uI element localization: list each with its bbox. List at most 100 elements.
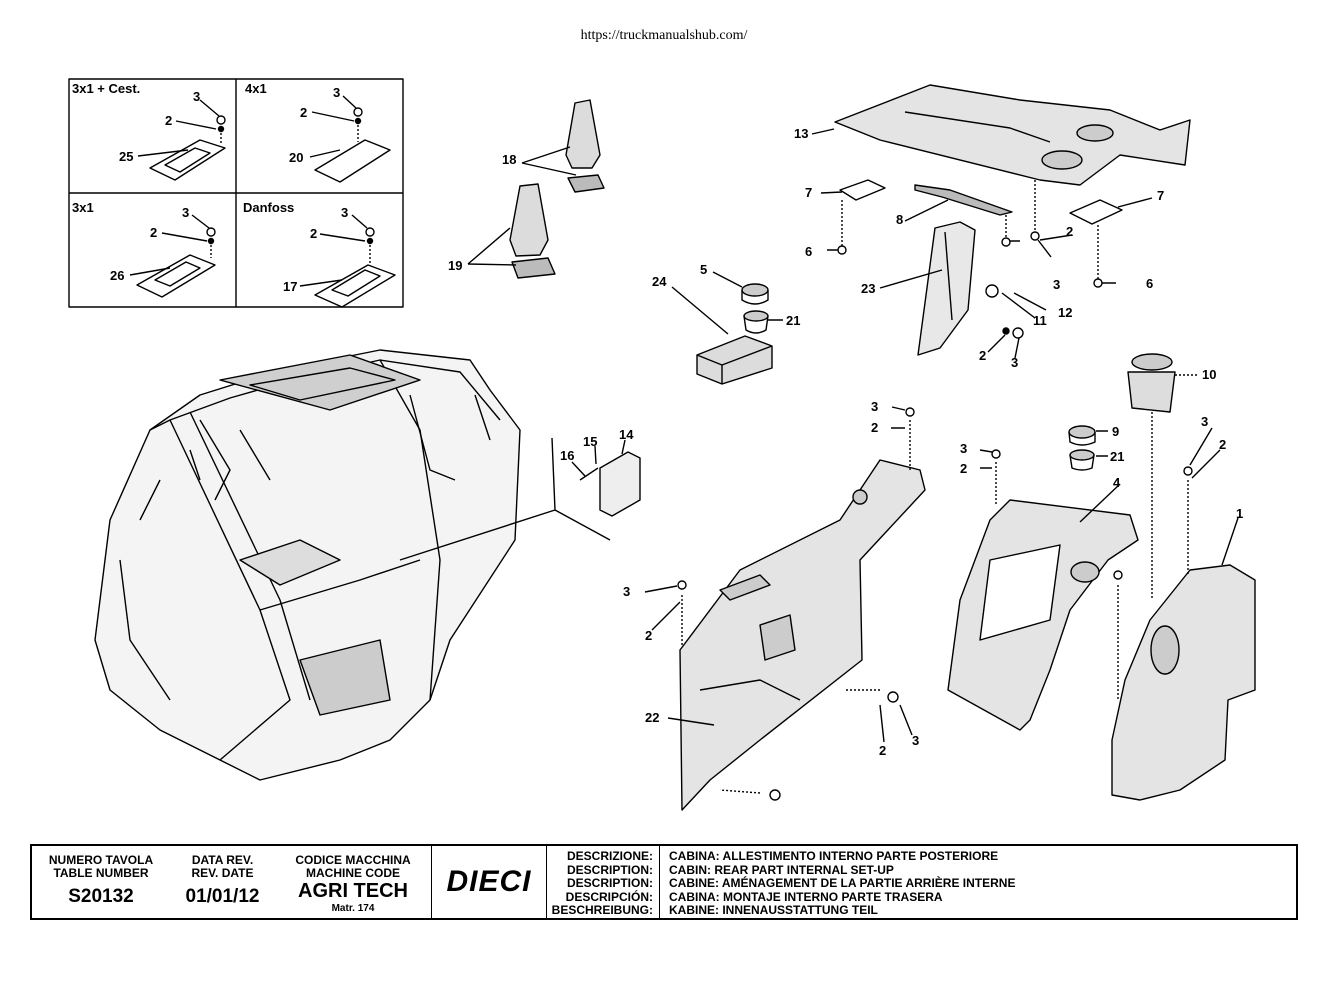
bracket-14 [599, 451, 641, 517]
desc-de: KABINE: INNENAUSSTATTUNG TEIL [669, 903, 878, 918]
variant-plate [149, 115, 226, 181]
part-callout: 2 [1219, 437, 1226, 452]
gasket-8 [914, 184, 1013, 216]
part-callout: 3 [871, 399, 878, 414]
description-labels: DESCRIZIONE: DESCRIPTION: DESCRIPTION: D… [546, 846, 659, 918]
part-callout: 11 [1033, 313, 1047, 328]
gasket-7-right [1069, 199, 1123, 225]
reservoir-10 [1127, 353, 1176, 413]
part-callout: 3 [1201, 414, 1208, 429]
variant-callout: 25 [119, 149, 133, 164]
table-number-cell: NUMERO TAVOLA TABLE NUMBER S20132 [32, 846, 170, 918]
desc-es: CABINA: MONTAJE INTERNO PARTE TRASERA [669, 889, 943, 904]
part-callout: 15 [583, 434, 597, 449]
part-callout: 3 [623, 584, 630, 599]
variant-title: 4x1 [245, 81, 267, 96]
source-url: https://truckmanualshub.com/ [580, 28, 748, 43]
part-callout: 16 [560, 448, 574, 463]
rev-date-cell: DATA REV. REV. DATE 01/01/12 [170, 846, 275, 918]
part-callout: 7 [1157, 188, 1164, 203]
armrest-24 [696, 335, 773, 385]
desc-label-en: DESCRIPTION: [566, 862, 653, 877]
roof-panel-13 [834, 84, 1191, 186]
desc-it: CABINA: ALLESTIMENTO INTERNO PARTE POSTE… [669, 849, 999, 863]
variant-callout: 17 [283, 279, 297, 294]
part-callout: 12 [1058, 305, 1072, 320]
part-callout: 2 [879, 743, 886, 758]
part-callout: 3 [912, 733, 919, 748]
serial-number: Matr. 174 [331, 903, 375, 914]
desc-fr: CABINE: AMÉNAGEMENT DE LA PARTIE ARRIÈRE… [669, 876, 1016, 891]
table-number: S20132 [68, 886, 134, 907]
variant-callout: 3 [333, 85, 340, 100]
description-values: CABINA: ALLESTIMENTO INTERNO PARTE POSTE… [659, 846, 1289, 918]
console-4 [947, 499, 1139, 731]
brand-logo-text: DIECI [446, 865, 532, 898]
desc-label-de: BESCHREIBUNG: [551, 903, 653, 918]
variant-callout: 20 [289, 150, 303, 165]
brand-logo: DIECI [432, 846, 546, 918]
variant-callout: 2 [300, 105, 307, 120]
variant-title: 3x1 + Cest. [72, 81, 140, 96]
part-callout: 21 [786, 313, 800, 328]
rear-trim-1 [1111, 564, 1256, 801]
table-number-label-en: TABLE NUMBER [53, 866, 149, 880]
cap-5 [741, 283, 769, 305]
part-callout: 8 [896, 212, 903, 227]
part-callout: 9 [1112, 424, 1119, 439]
part-callout: 24 [652, 274, 667, 289]
desc-label-it: DESCRIZIONE: [566, 849, 653, 863]
cap-21 [743, 310, 769, 334]
part-callout: 2 [1066, 224, 1073, 239]
part-callout: 2 [871, 420, 878, 435]
cap-9 [1068, 425, 1096, 446]
part-callout: 2 [645, 628, 652, 643]
variant-grid [68, 78, 404, 308]
variant-callout: 2 [150, 225, 157, 240]
title-block: NUMERO TAVOLA TABLE NUMBER S20132 DATA R… [30, 844, 1298, 920]
side-panel-22 [679, 459, 926, 811]
gear-boot-18 [565, 99, 605, 193]
part-callout: 3 [960, 441, 967, 456]
machine-code-cell: CODICE MACCHINA MACHINE CODE AGRI TECH M… [275, 846, 431, 918]
variant-callout: 26 [110, 268, 124, 283]
variant-callout: 2 [165, 113, 172, 128]
part-callout: 2 [979, 348, 986, 363]
desc-en: CABIN: REAR PART INTERNAL SET-UP [669, 862, 894, 877]
table-number-label-it: NUMERO TAVOLA [48, 853, 154, 867]
variant-plate [136, 227, 216, 298]
desc-label-fr: DESCRIPTION: [566, 876, 653, 891]
part-callout: 10 [1202, 367, 1216, 382]
part-callout: 21 [1110, 449, 1124, 464]
desc-label-es: DESCRIPCIÓN: [565, 889, 653, 904]
part-callout: 6 [805, 244, 812, 259]
rev-date-label-it: DATA REV. [191, 853, 254, 867]
variant-callout: 2 [310, 226, 317, 241]
variant-callout: 3 [182, 205, 189, 220]
parts-diagram: 3x1 + Cest. 4x1 3x1 Danfoss 3 2 25 3 2 2… [68, 78, 1256, 811]
part-callout: 14 [619, 427, 634, 442]
variant-callout: 3 [193, 89, 200, 104]
gasket-7-left [839, 179, 886, 201]
variant-callout: 3 [341, 205, 348, 220]
machine-code-label-it: CODICE MACCHINA [295, 853, 411, 867]
part-callout: 4 [1113, 475, 1121, 490]
part-callout: 3 [1053, 277, 1060, 292]
gear-boot-19 [509, 183, 556, 279]
part-callout: 1 [1236, 506, 1243, 521]
variant-plate [314, 227, 396, 308]
part-callout: 3 [1011, 355, 1018, 370]
part-callout: 19 [448, 258, 462, 273]
pillar-trim-23 [917, 221, 976, 356]
cap-21b [1069, 449, 1095, 471]
rev-date-label-en: REV. DATE [191, 866, 254, 880]
rev-date: 01/01/12 [185, 886, 260, 907]
part-callout: 2 [960, 461, 967, 476]
part-callout: 22 [645, 710, 659, 725]
part-callout: 13 [794, 126, 808, 141]
part-callout: 6 [1146, 276, 1153, 291]
part-callout: 18 [502, 152, 516, 167]
variant-title: 3x1 [72, 200, 94, 215]
variant-title: Danfoss [243, 200, 294, 215]
part-callout: 7 [805, 185, 812, 200]
